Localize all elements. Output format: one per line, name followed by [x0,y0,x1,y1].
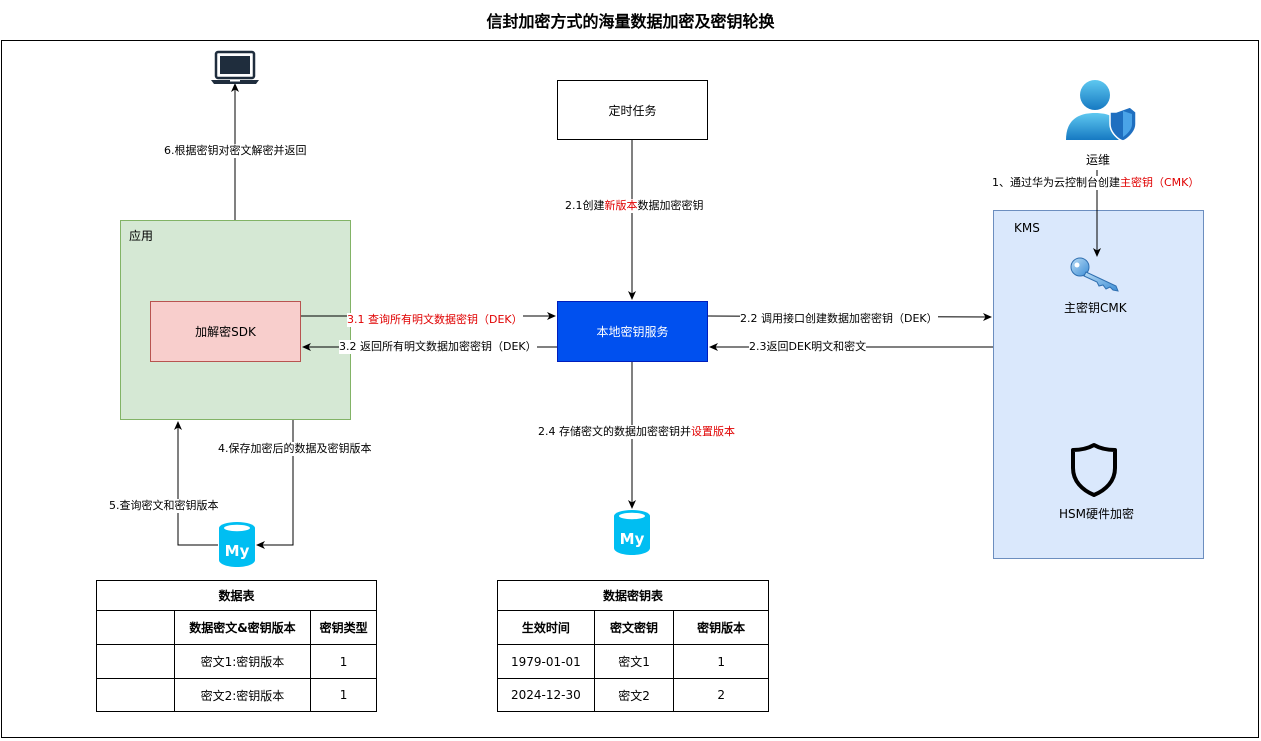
table-cell: 密文2:密钥版本 [173,678,312,712]
table-cell: 1 [673,644,769,679]
db-icon-text: My [225,542,250,560]
edge-2-1-highlight: 新版本 [604,199,638,212]
table-cell: 密文1:密钥版本 [173,644,312,679]
kms-container[interactable]: KMS [993,210,1204,559]
ops-label: 运维 [1086,153,1111,167]
edge-2-1-label: 2.1创建新版本数据加密密钥 [565,199,704,213]
laptop-icon [211,50,259,84]
table-cell: 2 [673,678,769,712]
edge-2-4-label: 2.4 存储密文的数据加密密钥并设置版本 [538,425,735,439]
key-icon [1070,257,1119,292]
data-table-title: 数据表 [96,580,377,611]
edge-2-4-text: 2.4 存储密文的数据加密密钥并 [538,425,691,438]
table-cell: 密文2 [593,678,675,712]
edge-2-2-label: 2.2 调用接口创建数据加密密钥（DEK） [740,312,938,326]
key-table-header: 生效时间 [497,610,595,645]
table-cell: 1979-01-01 [497,644,595,679]
data-table-header: 密钥类型 [310,610,377,645]
local-key-service-box[interactable]: 本地密钥服务 [557,301,708,362]
edge-2-3-label: 2.3返回DEK明文和密文 [749,340,867,354]
key-table-header: 密文密钥 [593,610,675,645]
mysql-database-icon-keys: My [614,510,650,555]
edge-2-1-text-b: 数据加密密钥 [637,199,704,212]
edge-5-label: 5.查询密文和密钥版本 [109,499,219,513]
table-cell [96,678,175,712]
app-label: 应用 [129,229,154,243]
mysql-database-icon-app: My [219,522,255,567]
edge-4-label: 4.保存加密后的数据及密钥版本 [218,442,372,456]
table-cell [96,644,175,679]
table-row: 密文1:密钥版本 1 [96,644,377,679]
table-row: 1979-01-01 密文1 1 [497,644,769,679]
key-table-title: 数据密钥表 [497,580,769,611]
timer-box[interactable]: 定时任务 [557,80,708,140]
local-key-service-label: 本地密钥服务 [596,325,669,339]
sdk-box[interactable]: 加解密SDK [150,301,301,362]
table-cell: 2024-12-30 [497,678,595,712]
table-row: 2024-12-30 密文2 2 [497,678,769,712]
edge-2-1-text-a: 2.1创建 [565,199,605,212]
db-icon-text: My [620,530,645,548]
edge-5 [174,421,218,546]
edge-1-text: 1、通过华为云控制台创建 [992,176,1120,189]
table-cell: 1 [310,678,377,712]
edge-3-1-label: 3.1 查询所有明文数据密钥（DEK） [347,313,523,327]
hsm-label: HSM硬件加密 [1059,507,1134,521]
diagram-frame [1,40,1259,738]
table-cell: 1 [310,644,377,679]
page-title: 信封加密方式的海量数据加密及密钥轮换 [486,12,775,31]
table-row: 密文2:密钥版本 1 [96,678,377,712]
data-table-header [96,610,175,645]
timer-label: 定时任务 [608,103,657,118]
data-table-header: 数据密文&密钥版本 [173,610,312,645]
cmk-label: 主密钥CMK [1064,301,1127,315]
edge-3-2-label: 3.2 返回所有明文数据加密密钥（DEK） [339,340,537,354]
edge-4 [256,420,294,549]
key-table-header: 密钥版本 [673,610,769,645]
shield-icon [1071,443,1117,497]
edge-2-4-highlight: 设置版本 [691,425,735,438]
key-table: 数据密钥表 生效时间 密文密钥 密钥版本 1979-01-01 密文1 1 20… [497,580,769,712]
kms-label: KMS [1014,221,1040,235]
sdk-label: 加解密SDK [195,325,256,339]
edge-6-label: 6.根据密钥对密文解密并返回 [164,144,307,158]
table-cell: 密文1 [593,644,675,679]
data-table: 数据表 数据密文&密钥版本 密钥类型 密文1:密钥版本 1 密文2:密钥版本 1 [96,580,377,712]
edge-1-highlight: 主密钥（CMK） [1120,176,1200,189]
admin-user-icon [1066,80,1137,142]
edge-1-label: 1、通过华为云控制台创建主密钥（CMK） [992,176,1200,190]
